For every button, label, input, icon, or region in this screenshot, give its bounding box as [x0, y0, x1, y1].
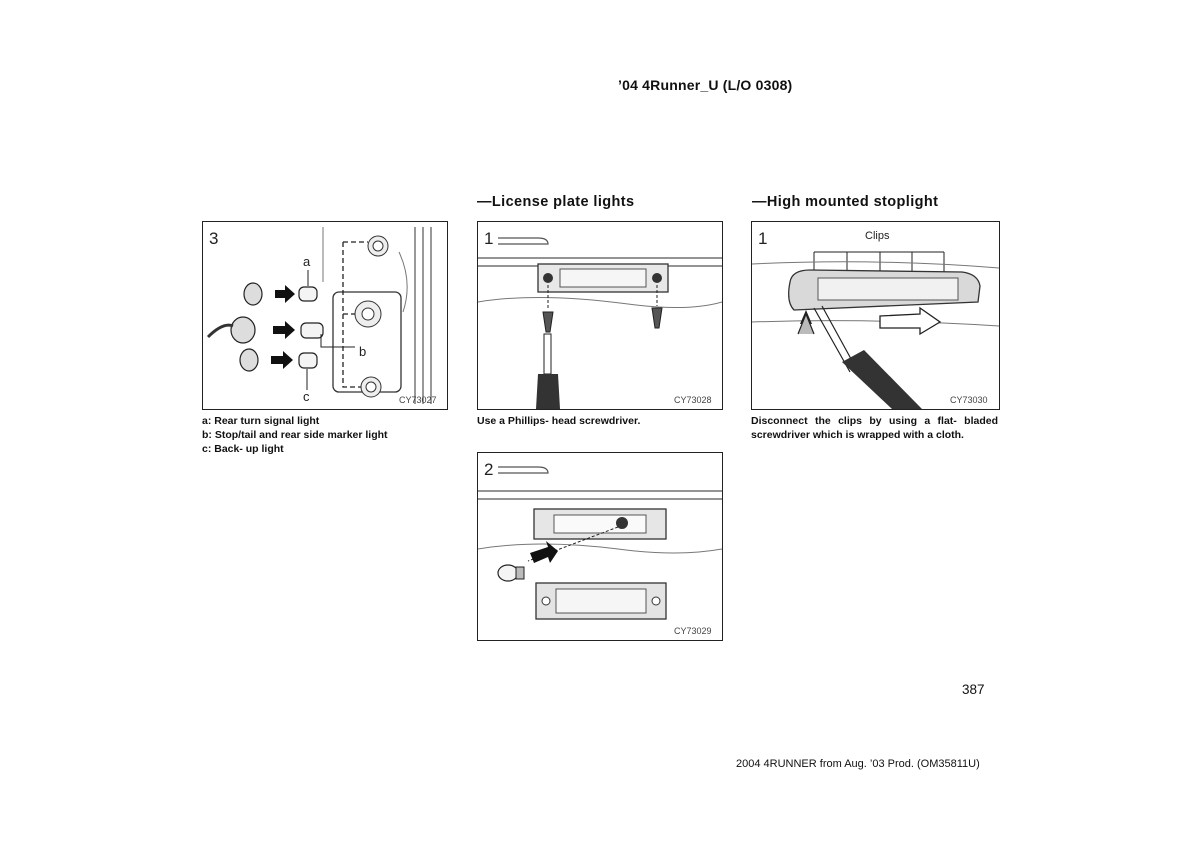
caption-license-plate-step-1: Use a Phillips- head screwdriver. — [477, 415, 641, 427]
figure-stoplight-step-1: 1 Clips CY73030 — [751, 221, 1000, 410]
caption-stoplight-step-1: Disconnect the clips by using a flat- bl… — [751, 415, 998, 441]
figure-code: CY73027 — [399, 395, 437, 405]
caption-line-c: c: Back- up light — [202, 443, 284, 455]
page-header: ’04 4Runner_U (L/O 0308) — [618, 77, 793, 93]
callout-label-a: a — [303, 254, 311, 269]
figure-step-number: 3 — [209, 229, 218, 248]
section-title-high-mounted-stoplight: —High mounted stoplight — [752, 194, 939, 210]
figure-step-number: 1 — [758, 229, 767, 248]
figure-license-plate-step-1: 1 CY73028 — [477, 221, 723, 410]
figure-rear-light-bulbs: 3 a b c CY7 — [202, 221, 448, 410]
page-footer: 2004 4RUNNER from Aug. ’03 Prod. (OM3581… — [736, 758, 980, 770]
figure-code: CY73028 — [674, 395, 712, 405]
figure-step-number: 2 — [484, 460, 493, 479]
figure-code: CY73029 — [674, 626, 712, 636]
figure-code: CY73030 — [950, 395, 988, 405]
callout-label-b: b — [359, 344, 366, 359]
section-title-license-plate-lights: —License plate lights — [477, 194, 635, 210]
clips-label: Clips — [865, 230, 890, 242]
caption-line-a: a: Rear turn signal light — [202, 415, 320, 427]
page-number: 387 — [962, 682, 985, 697]
callout-label-c: c — [303, 389, 310, 404]
caption-rear-bulbs: a: Rear turn signal light b: Stop/tail a… — [202, 414, 446, 456]
figure-license-plate-step-2: 2 CY73029 — [477, 452, 723, 641]
caption-line-b: b: Stop/tail and rear side marker light — [202, 429, 388, 441]
figure-step-number: 1 — [484, 229, 493, 248]
